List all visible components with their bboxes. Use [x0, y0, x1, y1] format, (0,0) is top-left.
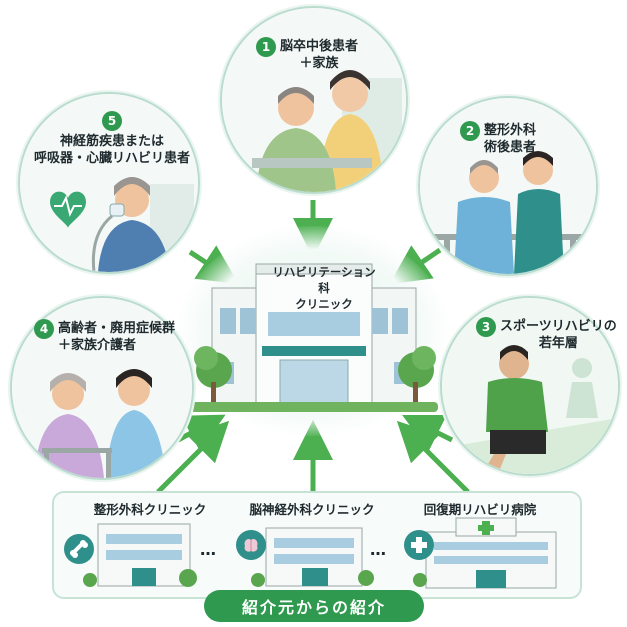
patient-caption-3-line-2: 若年層 — [538, 336, 578, 351]
source-separator-1: … — [200, 540, 218, 559]
patient-caption-1-line-2: ＋家族 — [299, 56, 339, 71]
patient-caption-1: 1 脳卒中後患者 ＋家族 — [256, 37, 359, 72]
stroke-patient-family-illustration — [222, 8, 406, 192]
referral-source-label-3: 回復期リハビリ病院 — [423, 502, 537, 517]
patient-bubble-3 — [440, 296, 620, 476]
clinic-name-line-2: クリニック — [295, 297, 353, 311]
patient-number-badge-1: 1 — [256, 37, 276, 57]
bone-icon — [64, 534, 94, 564]
medical-cross-icon — [404, 530, 434, 560]
patient-caption-5-line-1: 神経筋疾患または — [60, 134, 165, 149]
referral-footer-label: 紹介元からの紹介 — [204, 590, 424, 622]
patient-caption-4-line-2: ＋家族介護者 — [58, 338, 137, 353]
rehab-hospital-building — [413, 517, 557, 589]
clinic-name: リハビリテーション科 クリニック — [268, 264, 380, 312]
patient-caption-2-line-2: 術後患者 — [484, 140, 537, 155]
patient-caption-4: 4 高齢者・廃用症候群 ＋家族介護者 — [34, 319, 176, 354]
clinic-name-line-1: リハビリテーション科 — [272, 265, 376, 295]
patient-caption-2-line-1: 整形外科 — [484, 123, 537, 138]
patient-caption-3: 3 スポーツリハビリの 若年層 — [476, 317, 617, 352]
patient-caption-2: 2 整形外科 術後患者 — [460, 121, 537, 156]
referral-source-label-2: 脳神経外科クリニック — [249, 502, 375, 517]
patient-bubble-1 — [220, 6, 408, 194]
sports-rehab-illustration — [442, 298, 618, 474]
patient-number-badge-2: 2 — [460, 121, 480, 141]
patient-number-badge-5: 5 — [102, 111, 122, 131]
patient-number-badge-4: 4 — [34, 319, 54, 339]
arrow-from-source-3 — [396, 420, 470, 494]
patient-caption-3-line-1: スポーツリハビリの — [500, 319, 617, 334]
patient-caption-4-line-1: 高齢者・廃用症候群 — [58, 321, 176, 336]
patient-number-badge-3: 3 — [476, 317, 496, 337]
orthopedic-postop-illustration — [420, 98, 596, 274]
neurosurgery-clinic-building — [251, 527, 374, 587]
source-separator-2: … — [370, 540, 388, 559]
patient-caption-5-line-2: 呼吸器・心臓リハビリ患者 — [34, 151, 191, 166]
clinic-building — [190, 263, 438, 412]
patient-bubble-2 — [418, 96, 598, 276]
brain-icon — [236, 530, 266, 560]
referral-source-label-1: 整形外科クリニック — [93, 502, 207, 517]
orthopedic-clinic-building — [83, 523, 197, 587]
patient-caption-1-line-1: 脳卒中後患者 — [280, 39, 359, 54]
patient-caption-5: 5 神経筋疾患または 呼吸器・心臓リハビリ患者 — [34, 111, 191, 167]
